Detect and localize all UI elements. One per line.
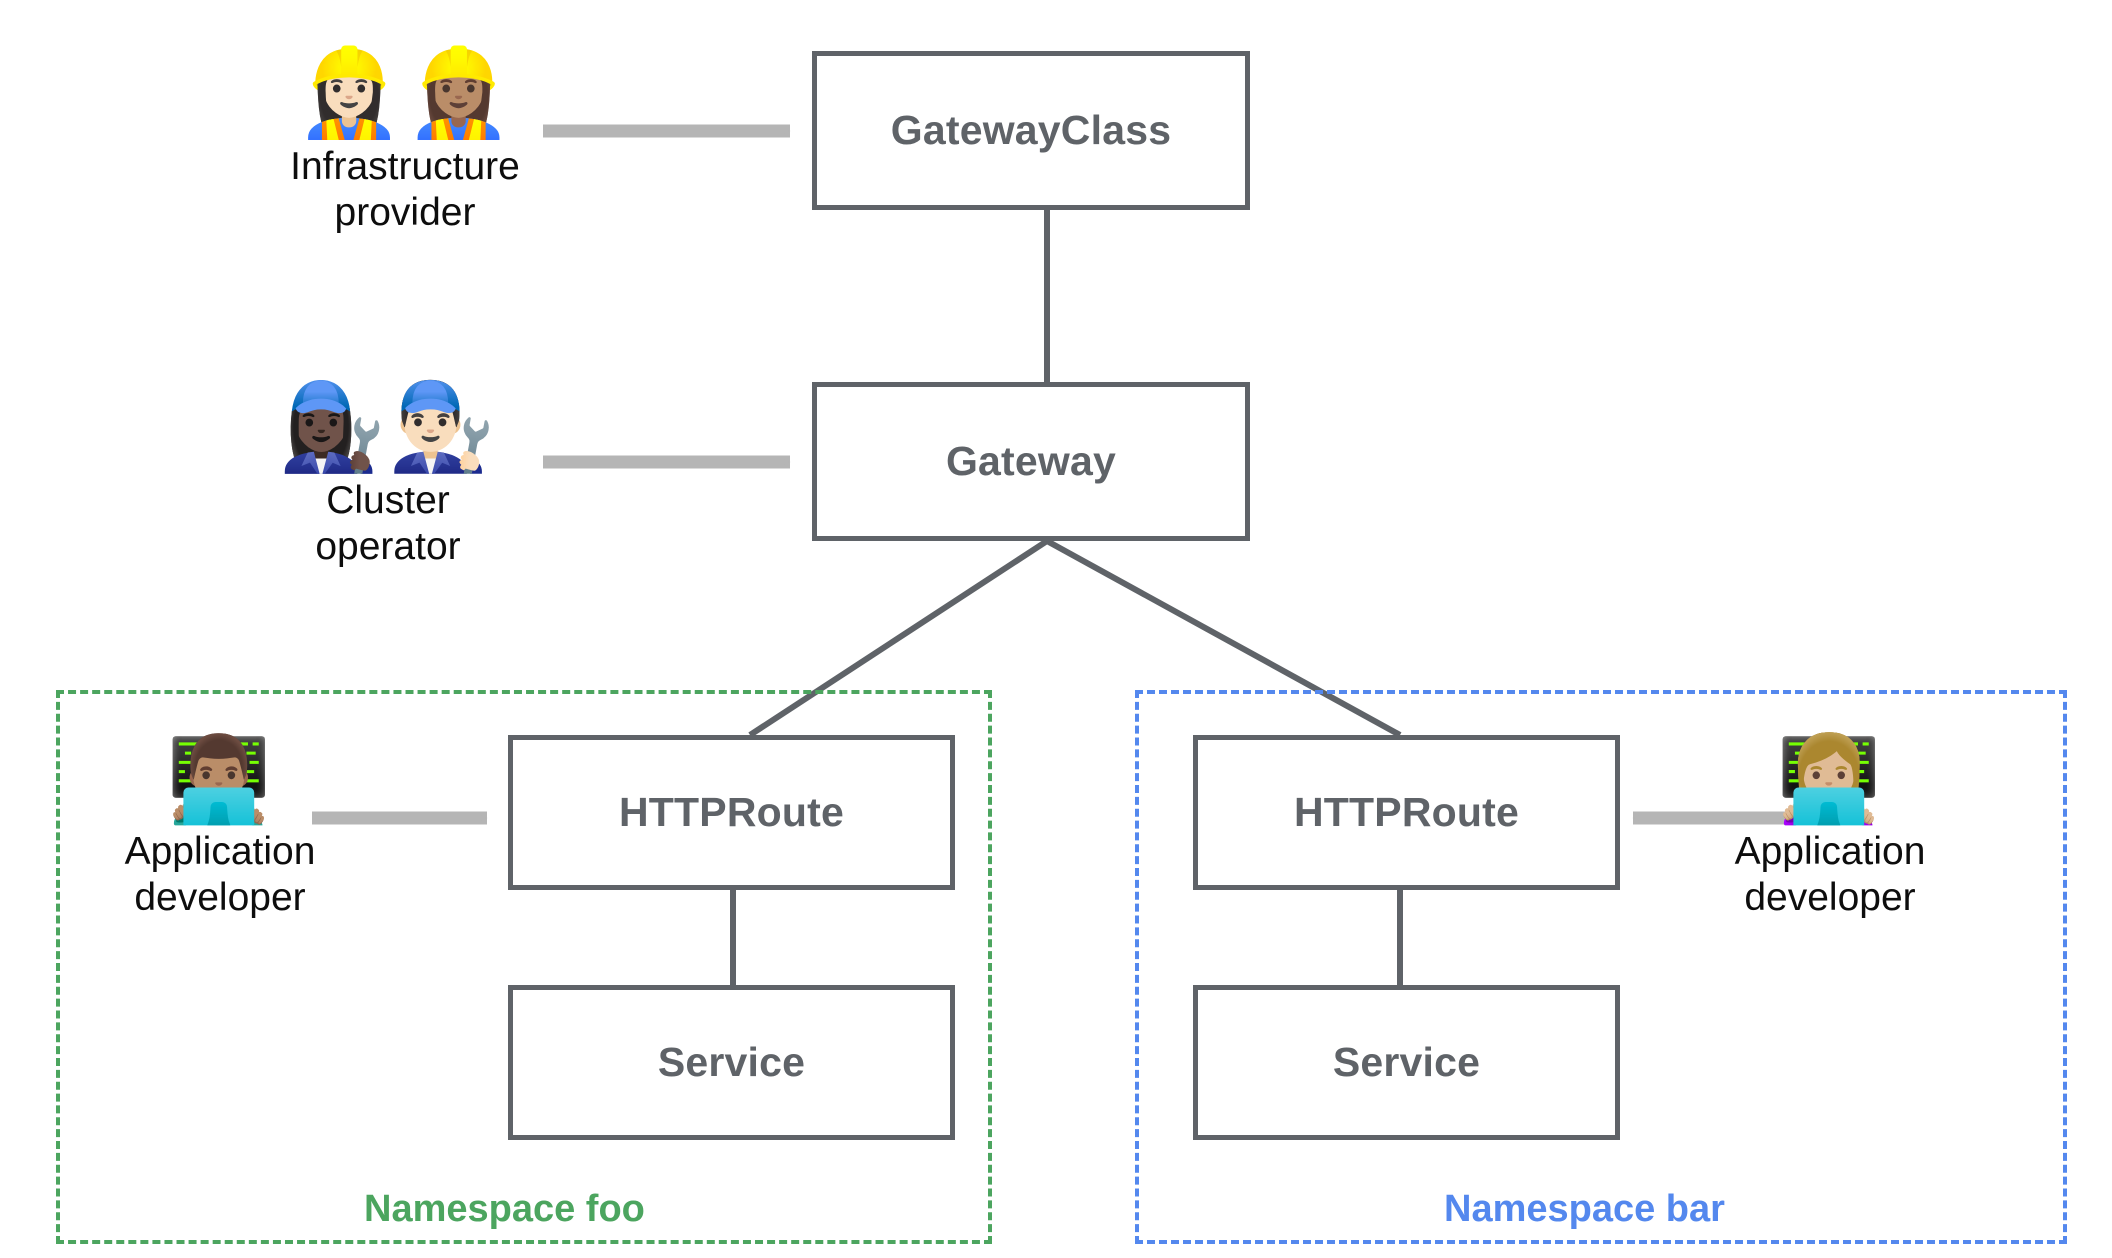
persona-infrastructure-provider: 👷🏻‍♀️👷🏽‍♀️ Infrastructure provider	[265, 48, 545, 236]
namespace-bar-container	[1135, 690, 2067, 1244]
technologist-icon: 👩🏼‍💻	[1776, 730, 1884, 828]
mechanic-icon: 👩🏿‍🔧👨🏻‍🔧	[278, 377, 498, 477]
persona-application-developer-foo: 👨🏽‍💻 Application developer	[80, 735, 360, 921]
construction-worker-icon: 👷🏻‍♀️👷🏽‍♀️	[295, 43, 515, 143]
namespace-bar-label: Namespace bar	[1444, 1188, 1725, 1230]
node-service-bar[interactable]: Service	[1193, 985, 1620, 1140]
persona-application-developer-foo-label: Application developer	[124, 830, 316, 920]
namespace-foo-container	[56, 690, 992, 1244]
persona-cluster-operator-label: Cluster operator	[315, 479, 461, 569]
node-httproute-bar-label: HTTPRoute	[1294, 789, 1519, 835]
node-httproute-foo[interactable]: HTTPRoute	[508, 735, 955, 890]
node-gatewayclass-label: GatewayClass	[890, 107, 1172, 153]
node-service-foo[interactable]: Service	[508, 985, 955, 1140]
node-httproute-bar[interactable]: HTTPRoute	[1193, 735, 1620, 890]
persona-infrastructure-provider-label: Infrastructure provider	[290, 145, 520, 235]
namespace-foo-label: Namespace foo	[364, 1188, 645, 1230]
node-gateway-label: Gateway	[945, 438, 1117, 484]
node-gateway[interactable]: Gateway	[812, 382, 1250, 541]
persona-application-developer-bar-label: Application developer	[1734, 830, 1926, 920]
node-service-foo-label: Service	[657, 1039, 806, 1085]
technologist-icon: 👨🏽‍💻	[166, 730, 274, 828]
persona-cluster-operator: 👩🏿‍🔧👨🏻‍🔧 Cluster operator	[248, 382, 528, 570]
node-service-bar-label: Service	[1332, 1039, 1481, 1085]
node-gatewayclass[interactable]: GatewayClass	[812, 51, 1250, 210]
node-httproute-foo-label: HTTPRoute	[619, 789, 844, 835]
persona-application-developer-bar: 👩🏼‍💻 Application developer	[1690, 735, 1970, 921]
